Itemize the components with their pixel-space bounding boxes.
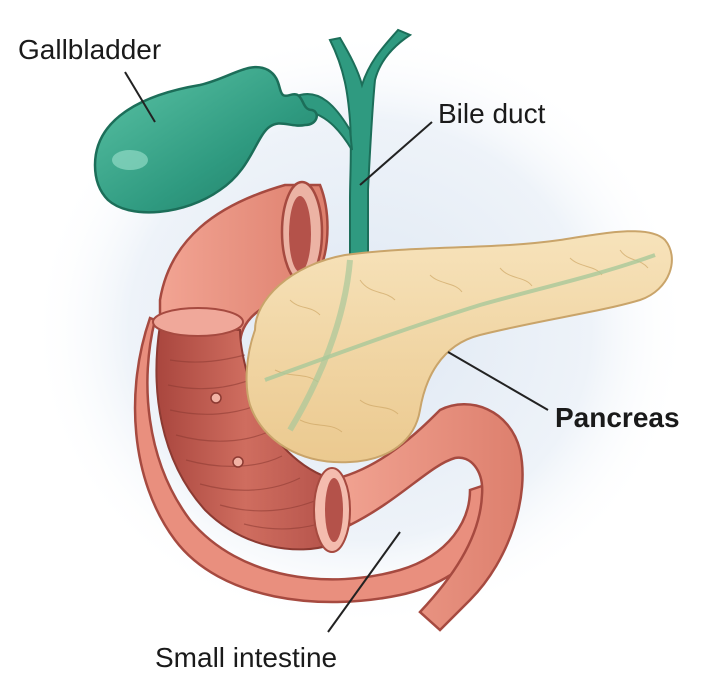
small-intestine-label: Small intestine (155, 642, 338, 673)
gallbladder-leader (124, 71, 156, 123)
pancreas-label: Pancreas (555, 402, 680, 433)
pancreas (245, 230, 673, 464)
bile-duct-leader (359, 121, 433, 186)
bile-duct-label: Bile duct (438, 98, 546, 129)
pancreas-leader (447, 351, 549, 411)
small-intestine-leader (327, 531, 401, 633)
gallbladder (93, 65, 318, 214)
leader-lines (124, 71, 549, 633)
small-intestine (133, 180, 524, 632)
gallbladder-label: Gallbladder (18, 34, 162, 65)
